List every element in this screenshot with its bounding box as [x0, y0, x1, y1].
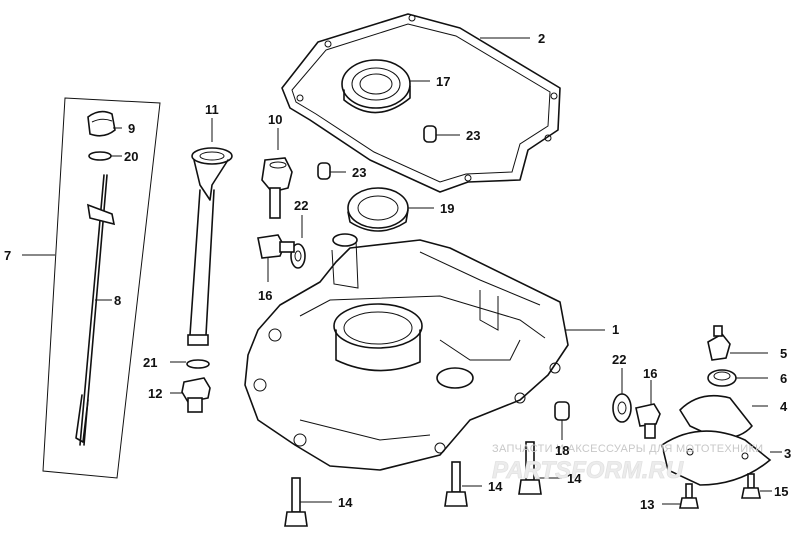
callout-4: 4: [780, 399, 788, 414]
callout-5: 5: [780, 346, 787, 361]
part-13-bolt: [662, 483, 699, 509]
callout-3: 3: [784, 446, 791, 461]
callout-22-lower: 22: [612, 352, 626, 367]
dipstick-group-bracket: [22, 97, 161, 479]
part-23-dowel-upper: [423, 125, 460, 143]
part-3-cover-plate: [661, 430, 782, 486]
callout-14-left: 14: [338, 495, 353, 510]
callout-1: 1: [612, 322, 619, 337]
callout-2: 2: [538, 31, 545, 46]
callout-16-upper: 16: [258, 288, 272, 303]
part-15-bolt: [741, 473, 772, 499]
part-16-bolt-lower: [635, 380, 661, 439]
callout-17: 17: [436, 74, 450, 89]
callout-9: 9: [128, 121, 135, 136]
part-1-crankcase-cover: [244, 233, 605, 471]
callout-15: 15: [774, 484, 788, 499]
callout-10: 10: [268, 112, 282, 127]
callout-13: 13: [640, 497, 654, 512]
watermark-line1: ЗАПЧАСТИ И АКСЕССУАРЫ ДЛЯ МОТОТЕХНИКИ: [492, 443, 763, 455]
callout-16-lower: 16: [643, 366, 657, 381]
callout-11: 11: [205, 102, 219, 117]
callout-8: 8: [114, 293, 121, 308]
part-11-filler-tube: [187, 118, 233, 346]
part-14-bolt-middle: [444, 461, 482, 507]
part-5-level-switch: [707, 325, 768, 361]
part-19-oil-seal: [347, 187, 434, 232]
part-20-o-ring: [88, 151, 122, 161]
callout-14-right: 14: [567, 471, 582, 486]
part-22-washer-upper: [290, 215, 306, 269]
part-12-drain-plug: [170, 377, 211, 413]
callout-20: 20: [124, 149, 138, 164]
part-21-washer: [170, 359, 210, 369]
part-2-gasket: [281, 13, 561, 193]
callout-12: 12: [148, 386, 162, 401]
watermark: ЗАПЧАСТИ И АКСЕССУАРЫ ДЛЯ МОТОТЕХНИКИ PA…: [492, 443, 763, 484]
part-22-washer-lower: [612, 368, 632, 423]
callout-23-lower: 23: [352, 165, 366, 180]
part-18-bush: [554, 401, 570, 440]
callout-22-upper: 22: [294, 198, 308, 213]
callout-21: 21: [143, 355, 157, 370]
part-8-dipstick: [75, 174, 116, 446]
callout-7: 7: [4, 248, 11, 263]
watermark-line2: PARTSFORM.RU: [492, 457, 684, 484]
part-14-bolt-right: [518, 441, 562, 495]
part-9-oil-cap: [87, 110, 122, 137]
callout-6: 6: [780, 371, 787, 386]
callout-18: 18: [555, 443, 569, 458]
part-23-dowel-lower: [317, 162, 346, 180]
callout-14-middle: 14: [488, 479, 503, 494]
callout-19: 19: [440, 201, 454, 216]
callout-23-upper: 23: [466, 128, 480, 143]
part-17-bearing: [341, 59, 430, 114]
part-6-collar: [707, 369, 768, 387]
part-14-bolt-left: [284, 477, 332, 527]
part-16-bolt-upper: [257, 234, 295, 282]
part-10-breather: [261, 128, 293, 219]
